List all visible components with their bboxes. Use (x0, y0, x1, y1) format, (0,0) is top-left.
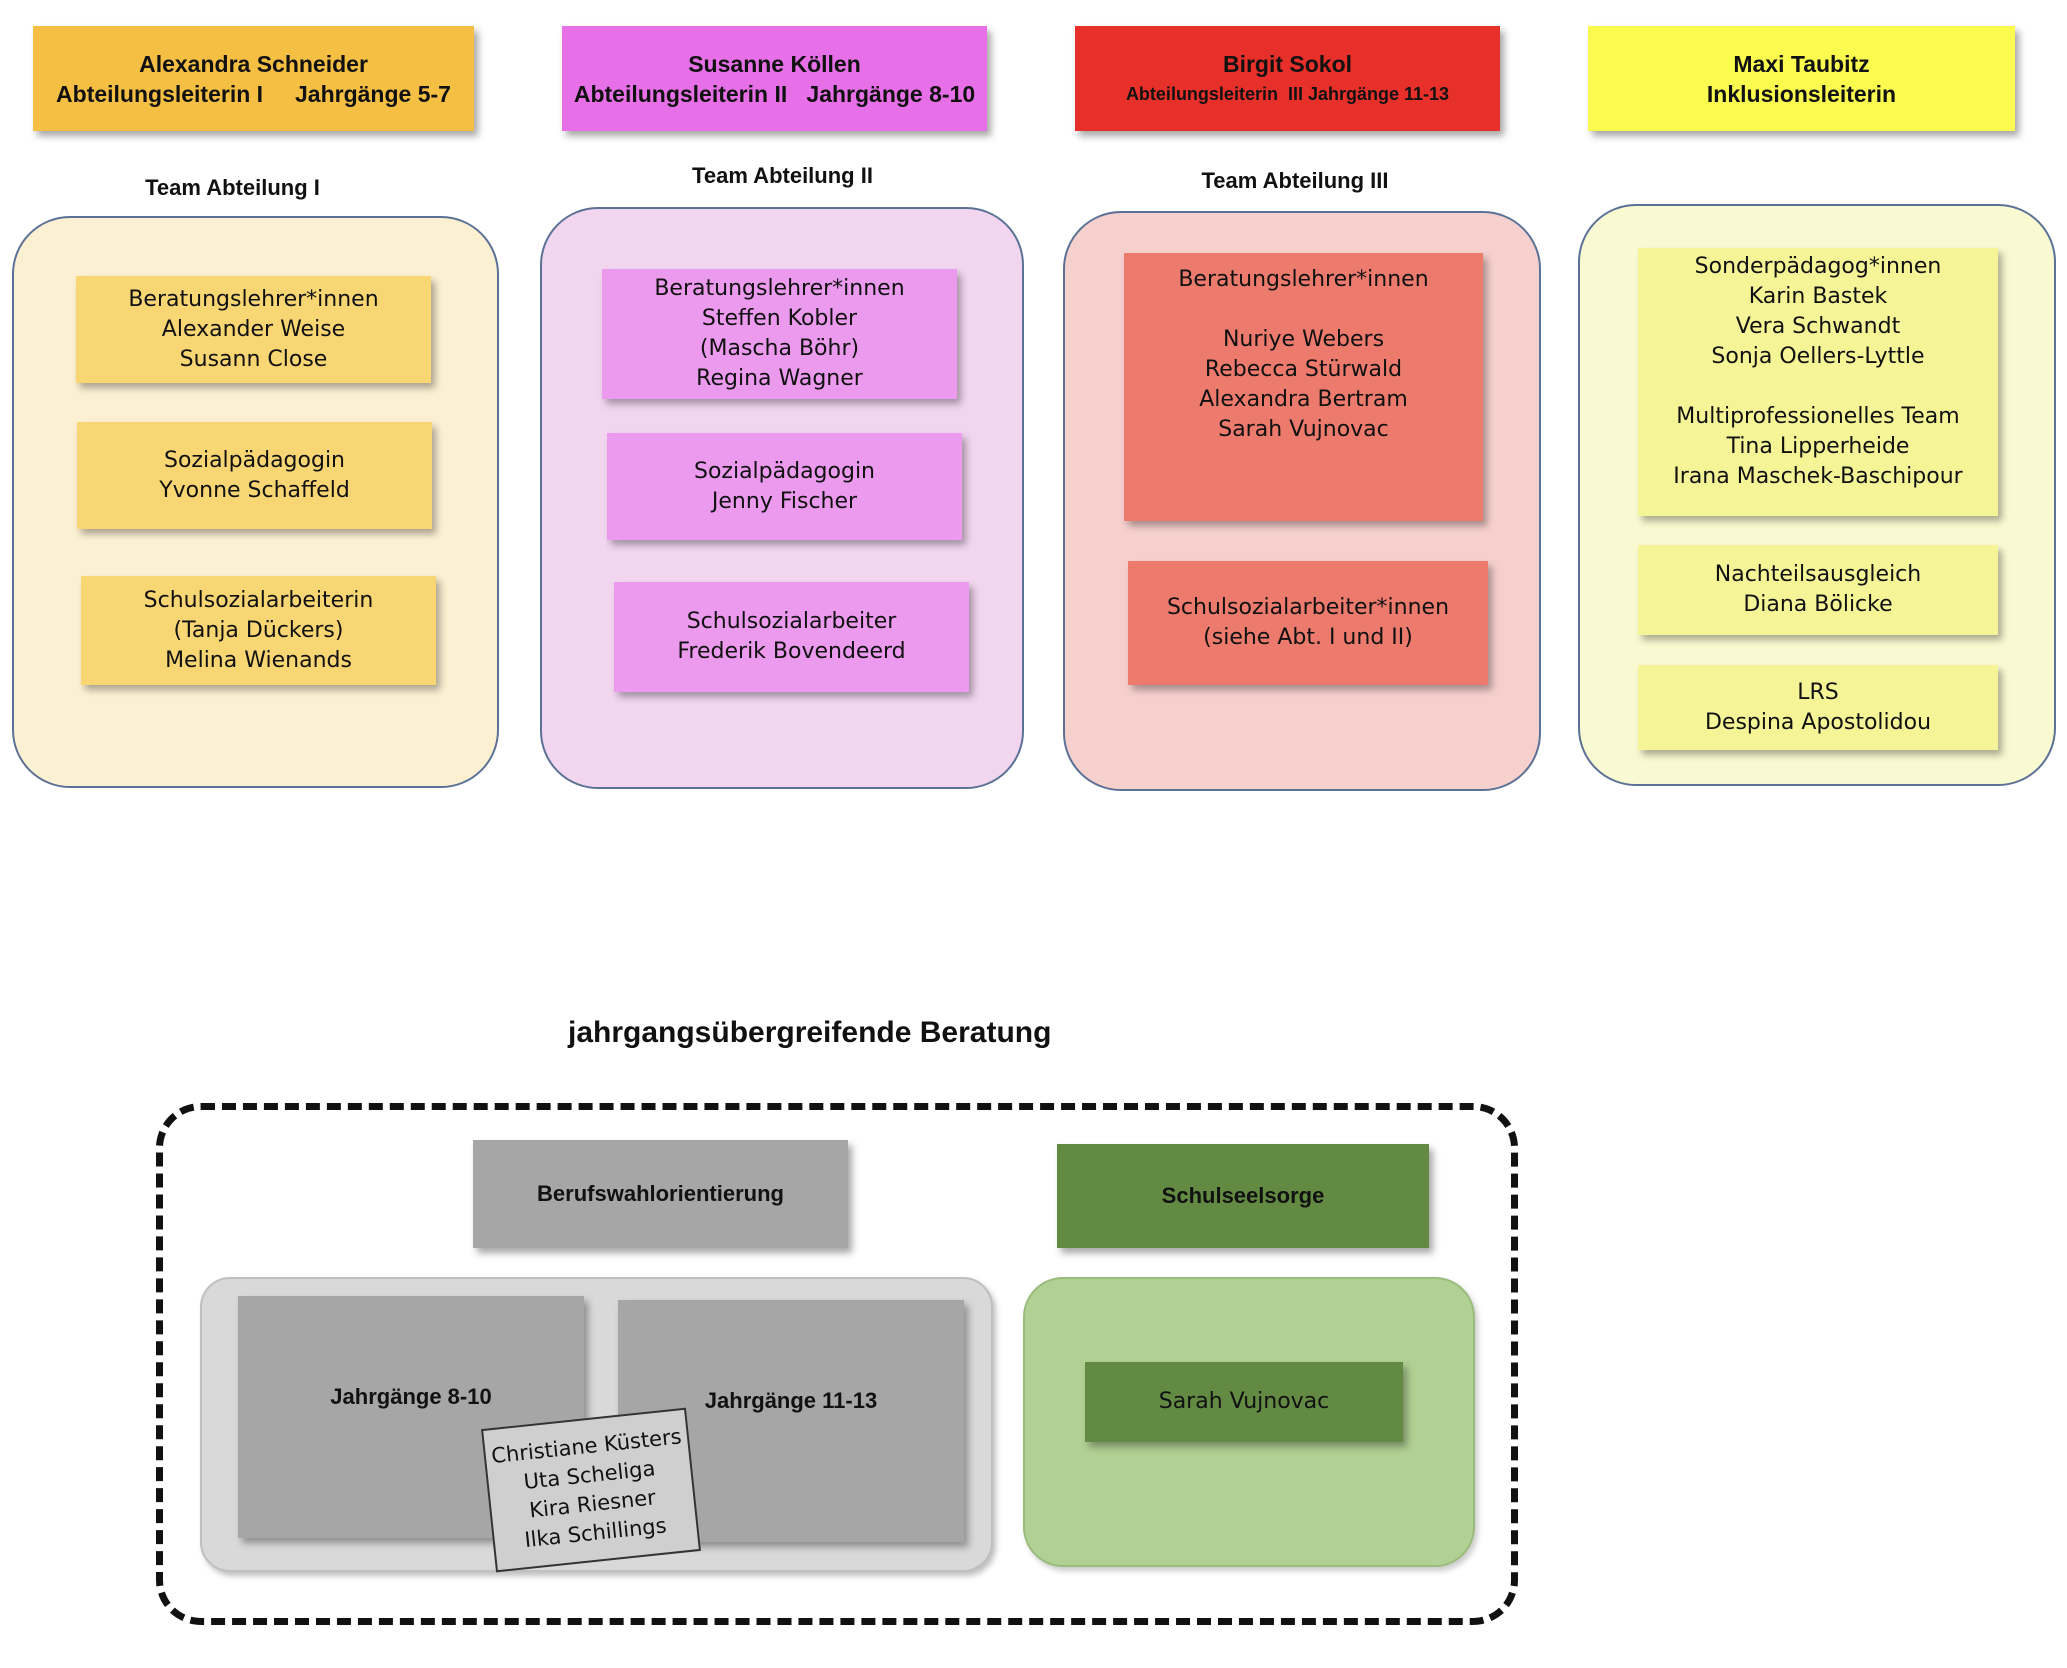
staff-line: Schulsozialarbeiter*innen (1166, 595, 1450, 620)
staff-line: Susann Close (179, 346, 328, 372)
staff-box: Schulsozialarbeiterin (Tanja Dückers) Me… (81, 576, 436, 685)
staff-line: Rebecca Stürwald (1204, 357, 1403, 382)
staff-line: Sonja Oellers-Lyttle (1711, 344, 1925, 369)
pastoral-header: Schulseelsorge (1057, 1144, 1429, 1248)
staff-line: Alexander Weise (161, 316, 346, 342)
staff-box: Sozialpädagogin Yvonne Schaffeld (77, 422, 432, 529)
head-role: Abteilungsleiterin II Jahrgänge 8-10 (573, 80, 976, 107)
staff-line: Despina Apostolidou (1704, 709, 1932, 735)
staff-box: Sozialpädagogin Jenny Fischer (607, 433, 962, 540)
staff-line: Diana Bölicke (1743, 592, 1893, 617)
staff-line: Beratungslehrer*innen (1178, 267, 1429, 292)
staff-line: Sonderpädagog*innen (1694, 254, 1942, 279)
head-box-2: Susanne Köllen Abteilungsleiterin II Jah… (562, 26, 987, 131)
staff-line: Sozialpädagogin (163, 447, 346, 473)
staff-line: Melina Wienands (165, 647, 352, 673)
staff-line: Vera Schwandt (1735, 314, 1901, 339)
section-title: jahrgangsübergreifende Beratung (568, 1016, 1052, 1049)
staff-box: Beratungslehrer*innen Steffen Kobler (Ma… (602, 269, 957, 399)
staff-line: Jenny Fischer (711, 488, 858, 514)
staff-box: Beratungslehrer*innen Alexander Weise Su… (76, 276, 431, 383)
head-box-1: Alexandra Schneider Abteilungsleiterin I… (33, 26, 474, 131)
staff-line: Steffen Kobler (701, 306, 858, 331)
staff-line: Frederik Bovendeerd (677, 639, 906, 664)
head-role: Inklusionsleiterin (1706, 80, 1897, 107)
career-members-note: Christiane Küsters Uta Scheliga Kira Rie… (481, 1407, 701, 1573)
staff-box: Beratungslehrer*innen Nuriye Webers Rebe… (1124, 253, 1483, 521)
career-group-8-10: Jahrgänge 8-10 (238, 1296, 584, 1538)
staff-line: Nuriye Webers (1222, 327, 1385, 352)
staff-box: Schulsozialarbeiter Frederik Bovendeerd (614, 582, 969, 692)
pastoral-member: Sarah Vujnovac (1085, 1362, 1403, 1442)
staff-line: Alexandra Bertram (1199, 387, 1408, 412)
team-label-1: Team Abteilung I (145, 175, 320, 200)
head-name: Alexandra Schneider (139, 50, 368, 77)
head-name: Maxi Taubitz (1733, 50, 1870, 77)
head-name: Birgit Sokol (1222, 50, 1353, 77)
staff-line: (Tanja Dückers) (173, 617, 344, 643)
staff-box: Sonderpädagog*innen Karin Bastek Vera Sc… (1638, 248, 1998, 516)
head-box-3: Birgit Sokol Abteilungsleiterin III Jahr… (1075, 26, 1500, 131)
staff-line: Multiprofessionelles Team (1676, 404, 1960, 429)
staff-line: (siehe Abt. I und II) (1203, 625, 1413, 650)
staff-line: Sozialpädagogin (693, 458, 876, 484)
staff-box: Nachteilsausgleich Diana Bölicke (1638, 545, 1998, 635)
staff-line: Irana Maschek-Baschipour (1673, 464, 1963, 489)
staff-line: Sarah Vujnovac (1218, 417, 1389, 442)
staff-line: Schulsozialarbeiterin (143, 587, 374, 613)
staff-line: Nachteilsausgleich (1714, 562, 1922, 587)
staff-line: Tina Lipperheide (1726, 434, 1910, 459)
head-role: Abteilungsleiterin III Jahrgänge 11-13 (1125, 83, 1450, 104)
team-label-2: Team Abteilung II (692, 163, 873, 188)
staff-line: Karin Bastek (1748, 284, 1888, 309)
staff-line: LRS (1797, 679, 1839, 705)
staff-line: (Mascha Böhr) (699, 336, 860, 361)
head-name: Susanne Köllen (688, 50, 861, 77)
staff-box: LRS Despina Apostolidou (1638, 665, 1998, 750)
staff-line: Yvonne Schaffeld (159, 477, 350, 503)
member-name: Sarah Vujnovac (1158, 1389, 1330, 1414)
staff-box: Schulsozialarbeiter*innen (siehe Abt. I … (1128, 561, 1488, 685)
career-header: Berufswahlorientierung (473, 1140, 848, 1248)
staff-line: Regina Wagner (696, 366, 863, 391)
staff-line: Schulsozialarbeiter (686, 609, 897, 634)
team-label-3: Team Abteilung III (1201, 168, 1389, 193)
head-box-4: Maxi Taubitz Inklusionsleiterin (1588, 26, 2015, 131)
staff-line: Beratungslehrer*innen (128, 286, 379, 312)
staff-line: Beratungslehrer*innen (654, 276, 905, 301)
cross-dashed-frame (156, 1103, 1518, 1625)
head-role: Abteilungsleiterin I Jahrgänge 5-7 (56, 80, 451, 107)
